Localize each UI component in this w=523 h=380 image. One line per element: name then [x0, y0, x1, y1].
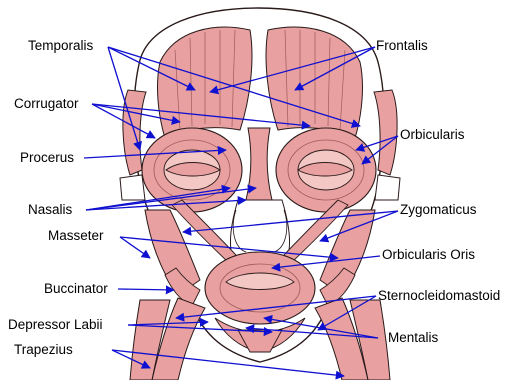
label-orbicularis-oris: Orbicularis Oris [382, 247, 475, 263]
label-zygomaticus: Zygomaticus [400, 202, 477, 218]
label-trapezius: Trapezius [14, 342, 73, 358]
label-orbicularis: Orbicularis [400, 127, 465, 143]
label-temporalis: Temporalis [28, 38, 93, 54]
label-masseter: Masseter [48, 228, 104, 244]
label-mentalis: Mentalis [388, 330, 438, 346]
label-corrugator: Corrugator [14, 96, 79, 112]
nasalis [230, 200, 289, 260]
label-frontalis: Frontalis [376, 38, 428, 54]
label-buccinator: Buccinator [44, 281, 108, 297]
label-sternocleidomastoid: Sternocleidomastoid [378, 288, 500, 304]
label-procerus: Procerus [20, 150, 74, 166]
label-depressor-labii: Depressor Labii [8, 317, 103, 333]
label-nasalis: Nasalis [28, 202, 72, 218]
